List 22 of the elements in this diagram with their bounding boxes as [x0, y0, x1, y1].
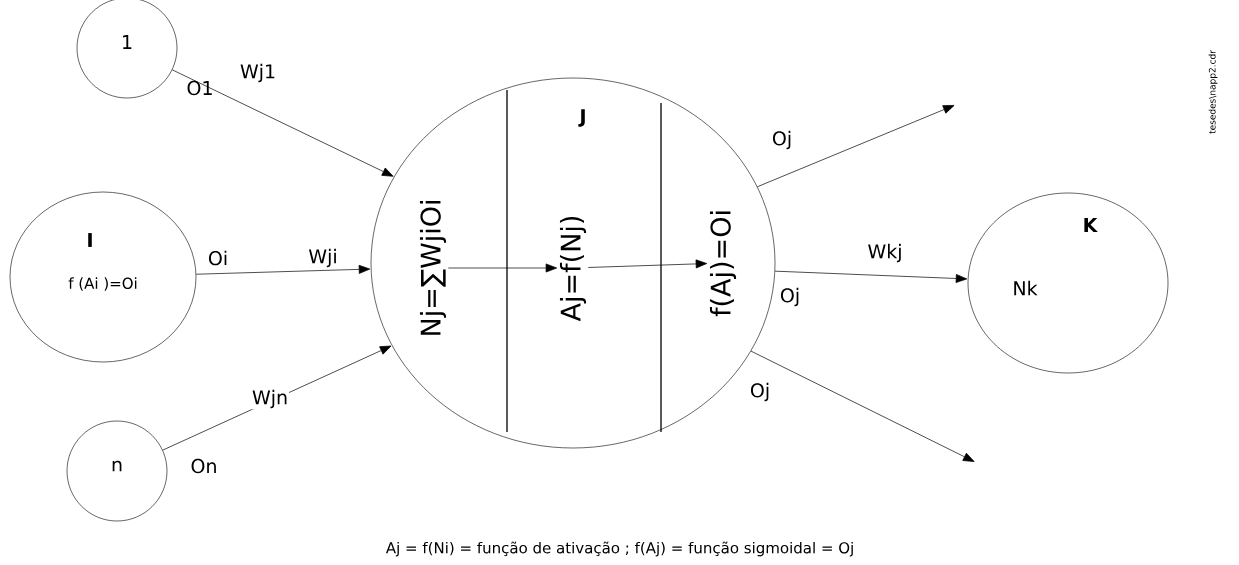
arrow — [171, 69, 394, 177]
caption: Aj = f(Ni) = função de ativação ; f(Aj) = função sigmoidal = Oj — [385, 541, 853, 557]
output-label: Oi — [208, 250, 227, 266]
formula-text: f(Aj)=Oi — [709, 211, 737, 317]
edge-label: Wkj — [866, 242, 904, 264]
edge-label: Wji — [307, 247, 339, 269]
edge-label: Wjn — [250, 388, 290, 410]
output-label: On — [191, 458, 216, 474]
formula-text: Aj=f(Nj) — [559, 216, 587, 322]
edge-label: Wj1 — [238, 62, 278, 84]
arrow — [757, 105, 955, 188]
output-label: O1 — [187, 80, 212, 96]
arrow — [447, 263, 558, 273]
arrow — [774, 270, 968, 283]
arrow — [195, 264, 371, 275]
edge-label: Oj — [748, 381, 772, 403]
output-label: Oj — [780, 287, 799, 307]
file-name: tesedes\napp2.cdr — [1208, 50, 1218, 134]
arrow — [162, 345, 392, 451]
arrow — [750, 350, 975, 462]
arrow — [587, 259, 708, 269]
formula-text: Nj=∑WjiOi — [419, 201, 447, 335]
